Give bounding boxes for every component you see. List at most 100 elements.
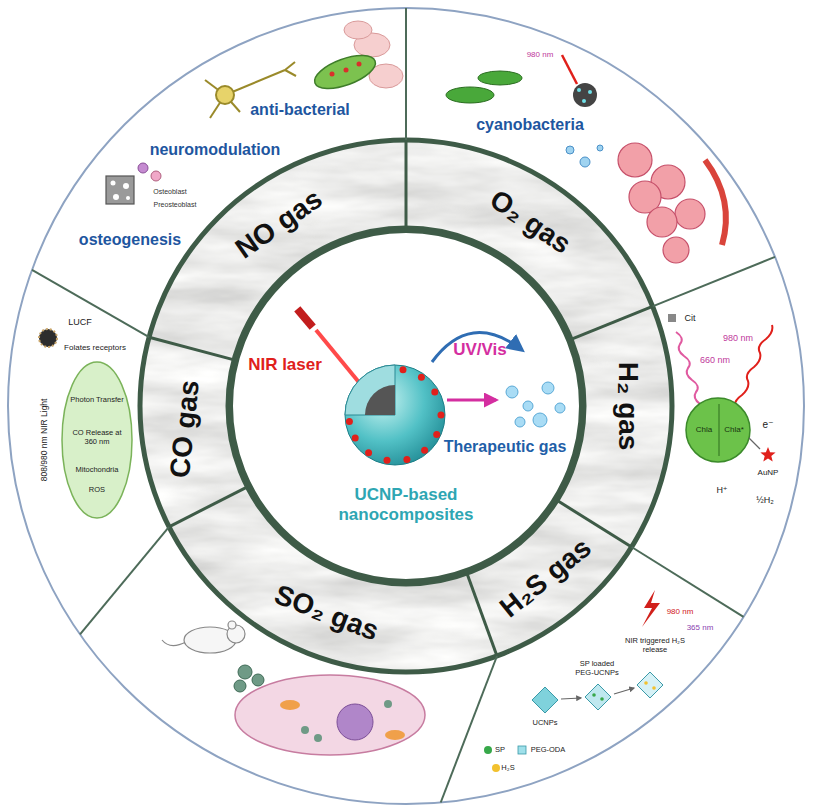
gas-bubbles [555, 403, 565, 413]
ring-divider [467, 573, 497, 656]
bacterium [357, 62, 362, 67]
ring-divider [405, 140, 408, 228]
lucf-particle [39, 329, 57, 347]
panel-label: Osteoblast [153, 188, 186, 196]
h2s-release [592, 693, 596, 697]
ucnp-particle [588, 90, 592, 94]
oxygen-bubbles [566, 145, 603, 167]
ucnp-nanocomposite [365, 385, 395, 415]
h2s-release [614, 688, 634, 694]
bone-scaffold [138, 163, 148, 173]
panel-label: e⁻ [763, 419, 774, 431]
panel-label: NIR triggered H₂S release [625, 637, 685, 654]
ring-divider [571, 306, 653, 339]
h2s-release [561, 698, 581, 699]
panel-label: cyanobacteria [476, 116, 584, 134]
ring-divider [149, 140, 652, 656]
ucnp-nanocomposite [438, 412, 445, 419]
nir-laser-device [316, 330, 362, 386]
h2s-release [600, 697, 604, 701]
tumor-cell [235, 675, 425, 755]
photosystem [676, 332, 700, 404]
panel-label: anti-bacterial [250, 101, 350, 119]
ucnp-nanocomposite [403, 456, 410, 463]
ucnp-nanocomposite [421, 447, 428, 454]
gas-bubbles [523, 401, 533, 411]
oxygen-bubbles [566, 146, 574, 154]
h2s-release [492, 764, 500, 772]
ucnp-nanocomposite [433, 431, 440, 438]
outer-disc [8, 8, 804, 804]
sector-divider [32, 270, 149, 337]
gas-label: H₂ gas [612, 362, 644, 451]
tumor-cell [385, 730, 405, 740]
panel-label: SP [495, 746, 505, 755]
tumor-cell [280, 700, 300, 710]
panel-label: osteogenesis [79, 231, 181, 249]
panel-label: 980 nm [723, 333, 753, 343]
oxygen-bubbles [580, 157, 590, 167]
emission-arrows [432, 333, 522, 362]
panel-label: UCNPs [532, 719, 557, 728]
tumor [618, 143, 652, 177]
mouse [228, 621, 236, 629]
h2s-release [532, 687, 558, 713]
marble-ring [140, 140, 672, 672]
panel-label: 365 nm [687, 623, 714, 632]
ring-divider [149, 337, 234, 360]
photosystem [719, 404, 720, 456]
bacterium [310, 49, 379, 95]
sector-divider [653, 257, 775, 307]
marble-ring [140, 140, 672, 672]
panel-label: PEG-ODA [531, 746, 566, 755]
h2s-release [642, 590, 660, 627]
panel-label: 808/980 nm NIR Light [40, 399, 50, 482]
ucnp-nanocomposite [431, 389, 438, 396]
bone-scaffold [126, 196, 130, 200]
cyanobacteria-cells [478, 71, 522, 85]
ucnp-nanocomposite [400, 366, 407, 373]
sector-divider [80, 527, 169, 635]
center-outline [228, 228, 584, 584]
panel-label: Chla* [724, 425, 744, 434]
nanoparticle-cluster [234, 680, 246, 692]
bone-scaffold [123, 183, 129, 189]
neuron [285, 70, 296, 76]
neuron [285, 62, 295, 70]
tumor-cell [235, 675, 425, 755]
ucnp-particle [562, 55, 577, 84]
ucnp-particle [582, 99, 586, 103]
bone-scaffold [106, 163, 161, 204]
tumor-cell [384, 700, 392, 708]
h2s-release [484, 746, 492, 754]
epithelial-cells [344, 21, 372, 39]
center-text: NIR laser [248, 355, 322, 375]
gas-bubbles [533, 413, 547, 427]
panel-label: H⁺ [716, 485, 727, 495]
ucnp-nanocomposite [346, 366, 445, 464]
gas-bubbles [506, 382, 565, 427]
bone-scaffold [113, 194, 119, 200]
tumor [675, 199, 705, 229]
tumor-cell [301, 726, 309, 734]
tumor-cell [337, 704, 373, 740]
photosystem [749, 438, 760, 449]
ucnp-nanocomposite [345, 365, 445, 465]
cyanobacteria-cells [446, 71, 522, 103]
gas-bubbles [506, 386, 518, 398]
tumor [647, 207, 677, 237]
bone-scaffold [111, 181, 116, 186]
bacterium [344, 68, 349, 73]
center-text: UCNP-based nanocomposites [326, 485, 486, 524]
outer-disc [8, 8, 804, 804]
emission-arrows [432, 333, 522, 400]
panel-label: CO Release at 360 nm [69, 429, 125, 446]
ucnp-nanocomposite [346, 418, 353, 425]
tumor [663, 237, 689, 263]
bacterium [330, 72, 335, 77]
panel-label: ROS [89, 486, 105, 495]
sector-divider [32, 8, 775, 803]
nanoparticle-cluster [234, 665, 264, 692]
panel-label: 980 nm [527, 50, 554, 59]
ring-segment: H₂ gas [610, 356, 646, 457]
